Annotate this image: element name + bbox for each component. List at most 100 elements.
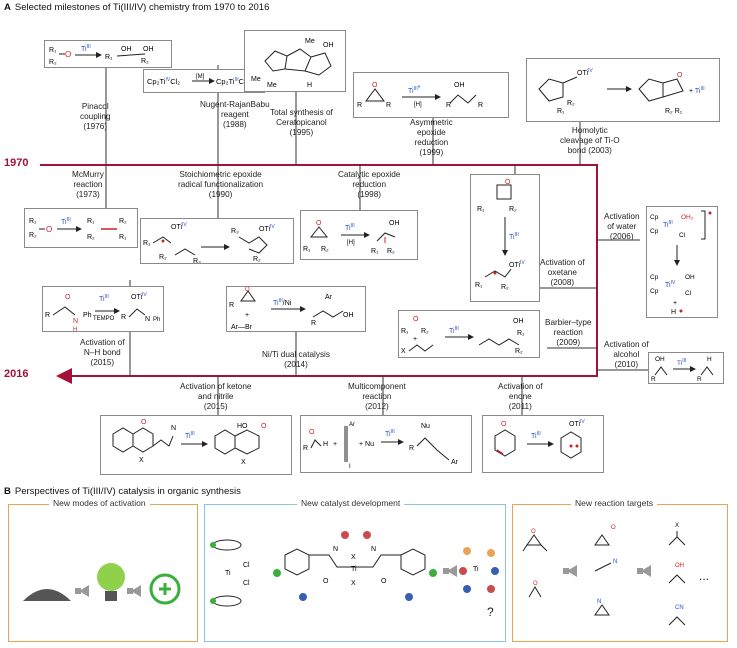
- svg-text:X: X: [401, 348, 406, 355]
- svg-text:Ar: Ar: [451, 459, 459, 466]
- svg-text:O: O: [65, 50, 71, 59]
- svg-text:R₂: R₂: [29, 232, 37, 239]
- svg-text:OH: OH: [389, 220, 400, 227]
- svg-text:Ti: Ti: [473, 566, 479, 573]
- svg-text:HO: HO: [237, 423, 248, 430]
- svg-text:+ TiIII: + TiIII: [689, 86, 705, 95]
- svg-text:OH₂: OH₂: [681, 214, 694, 221]
- svg-text:R: R: [121, 314, 126, 321]
- label-ketone: Activation of ketone and nitrile (2015): [180, 382, 252, 411]
- svg-text:H: H: [707, 356, 712, 363]
- svg-text:Cp: Cp: [650, 288, 659, 295]
- svg-text:TiIII: TiIII: [185, 431, 195, 440]
- svg-text:O: O: [533, 581, 538, 587]
- svg-text:R: R: [478, 102, 483, 109]
- svg-text:R₁: R₁: [143, 240, 151, 247]
- stoich-structure: R₁ OTiIV R₂ R₃ R₃ OTiIV R₂: [143, 222, 275, 265]
- svg-text:OH: OH: [143, 46, 154, 53]
- svg-text:Ph: Ph: [153, 317, 160, 323]
- stoich-scheme: R₁ OTiIV R₂ R₃ R₃ OTiIV R₂: [140, 218, 294, 265]
- svg-text:R₁: R₁: [401, 328, 409, 335]
- svg-text:O: O: [261, 423, 267, 430]
- label-multi: Multicomponent reaction (2012): [348, 382, 406, 411]
- svg-text:R₂: R₂: [159, 254, 167, 261]
- svg-text:R₃: R₃: [193, 258, 201, 263]
- panel-targets: New reaction targets O O O N N X OH CN .…: [512, 498, 728, 642]
- svg-text:X: X: [139, 457, 144, 464]
- svg-text:O: O: [413, 316, 419, 323]
- svg-text:OH: OH: [454, 82, 465, 89]
- lightbulb-icon: [97, 563, 125, 591]
- label-stoich: Stoichiometric epoxide radical functiona…: [178, 170, 264, 199]
- svg-text:R: R: [357, 102, 362, 109]
- svg-text:OH: OH: [685, 274, 695, 281]
- svg-text:Cl: Cl: [679, 232, 686, 239]
- svg-text:+ Nu: + Nu: [359, 441, 374, 448]
- svg-text:R₁: R₁: [119, 234, 127, 241]
- svg-text:Me: Me: [305, 38, 315, 45]
- label-ceratopicanol: Total synthesis of Ceratopicanol (1995): [270, 108, 333, 137]
- question-mark: ?: [487, 605, 494, 619]
- svg-text:OTiIV: OTiIV: [259, 224, 275, 233]
- svg-text:R₁: R₁: [303, 246, 311, 253]
- label-barbier: Barbier–type reaction (2009): [545, 318, 592, 347]
- svg-text:TEMPO: TEMPO: [93, 316, 115, 322]
- label-alcohol: Activation of alcohol (2010): [604, 340, 649, 369]
- svg-text:TiIII: TiIII: [99, 294, 109, 303]
- svg-text:R₂ R₁: R₂ R₁: [665, 108, 683, 115]
- svg-text:R₁: R₁: [517, 330, 525, 337]
- svg-text:OTiIV: OTiIV: [577, 68, 593, 77]
- panel-activation: New modes of activation: [8, 498, 198, 642]
- svg-text:R₂: R₂: [321, 246, 329, 253]
- enone-scheme: O TiIII OTiIV: [482, 415, 604, 473]
- svg-text:TiIII: TiIII: [345, 223, 355, 232]
- svg-text:O: O: [505, 179, 511, 186]
- svg-text:R: R: [229, 302, 234, 309]
- label-catepox: Catalytic epoxide reduction (1998): [338, 170, 401, 199]
- label-niti: Ni/Ti dual catalysis (2014): [262, 350, 330, 369]
- svg-text:R: R: [45, 312, 50, 319]
- svg-text:R₁: R₁: [477, 206, 485, 213]
- svg-text:CN: CN: [675, 605, 684, 611]
- svg-text:OH: OH: [343, 312, 354, 319]
- svg-text:R₂: R₂: [119, 218, 127, 225]
- label-nh: Activation of N–H bond (2015): [80, 338, 125, 367]
- svg-text:O: O: [372, 82, 378, 89]
- activation-art: [23, 563, 181, 605]
- svg-text:H: H: [323, 441, 328, 448]
- niti-structure: O R+Ar—Br TiIII/Ni Ar ROH: [229, 287, 354, 331]
- svg-text:O: O: [323, 578, 329, 585]
- ellipsis: ...: [699, 569, 710, 583]
- svg-text:O: O: [531, 529, 536, 535]
- svg-text:H: H: [671, 309, 676, 316]
- svg-text:R₂: R₂: [253, 256, 261, 263]
- svg-text:Me: Me: [251, 76, 261, 83]
- svg-text:R: R: [303, 445, 308, 452]
- svg-text:R₂: R₂: [141, 58, 149, 65]
- svg-text:I: I: [349, 464, 351, 470]
- svg-text:R: R: [651, 376, 656, 383]
- svg-text:OTiIV: OTiIV: [509, 260, 525, 269]
- svg-text:R₂: R₂: [567, 100, 575, 107]
- svg-text:O: O: [677, 72, 683, 79]
- label-mcmurry: McMurry reaction (1973): [72, 170, 104, 199]
- svg-text:Nu: Nu: [421, 423, 430, 430]
- label-pinacol: Pinacol coupling (1976): [80, 102, 111, 131]
- panel-a-title: Selected milestones of Ti(III/IV) chemis…: [14, 2, 270, 13]
- svg-text:TiIII: TiIII: [531, 431, 541, 440]
